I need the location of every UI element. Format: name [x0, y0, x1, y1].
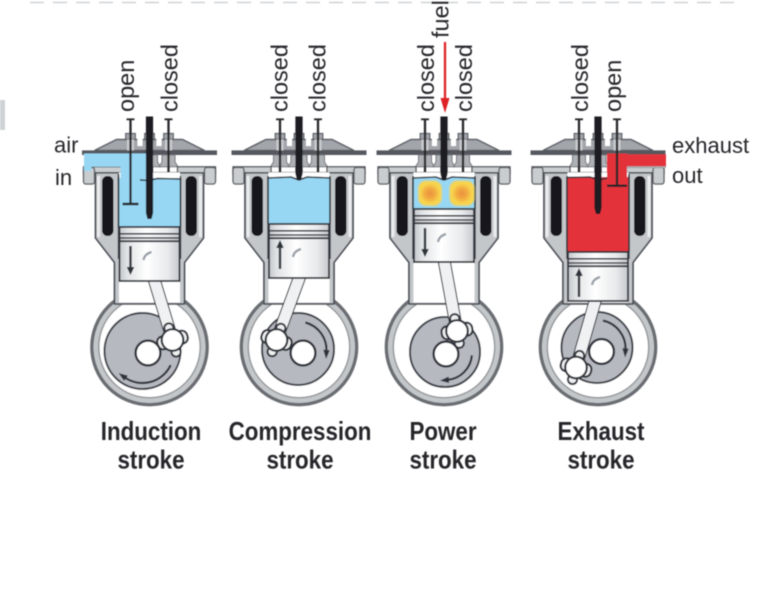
svg-text:stroke: stroke — [567, 446, 634, 475]
svg-text:exhaust: exhaust — [672, 133, 749, 158]
svg-text:fuel: fuel — [428, 0, 454, 38]
svg-text:out: out — [672, 163, 703, 188]
svg-text:closed: closed — [304, 44, 330, 112]
svg-text:open: open — [600, 60, 626, 112]
svg-text:stroke: stroke — [409, 446, 476, 475]
svg-text:closed: closed — [413, 44, 439, 112]
svg-text:air: air — [54, 133, 78, 158]
svg-text:open: open — [113, 60, 139, 112]
svg-text:Power: Power — [409, 417, 477, 446]
svg-text:Induction: Induction — [101, 417, 202, 446]
svg-text:in: in — [55, 165, 72, 190]
svg-text:closed: closed — [567, 44, 593, 112]
svg-text:closed: closed — [156, 44, 182, 112]
svg-text:Exhaust: Exhaust — [558, 417, 645, 446]
svg-text:stroke: stroke — [266, 446, 333, 475]
svg-text:stroke: stroke — [117, 446, 184, 475]
svg-text:Compression: Compression — [229, 417, 372, 446]
svg-text:closed: closed — [266, 44, 292, 112]
svg-text:closed: closed — [451, 44, 477, 112]
